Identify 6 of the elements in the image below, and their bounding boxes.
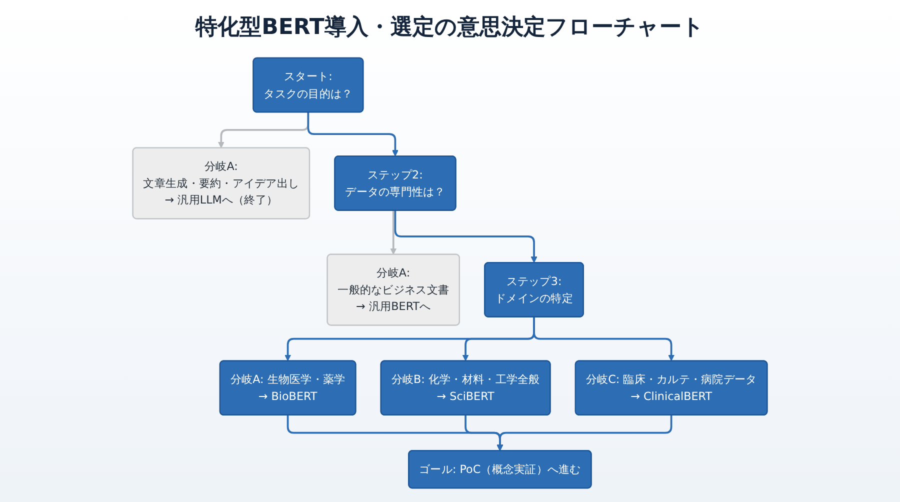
arrow <box>390 210 397 255</box>
arrow <box>496 414 672 451</box>
arrow <box>394 210 538 263</box>
title: 特化型BERT導入・選定の意思決定フローチャート <box>196 14 704 42</box>
arrow <box>307 112 398 156</box>
arrow <box>533 316 675 362</box>
